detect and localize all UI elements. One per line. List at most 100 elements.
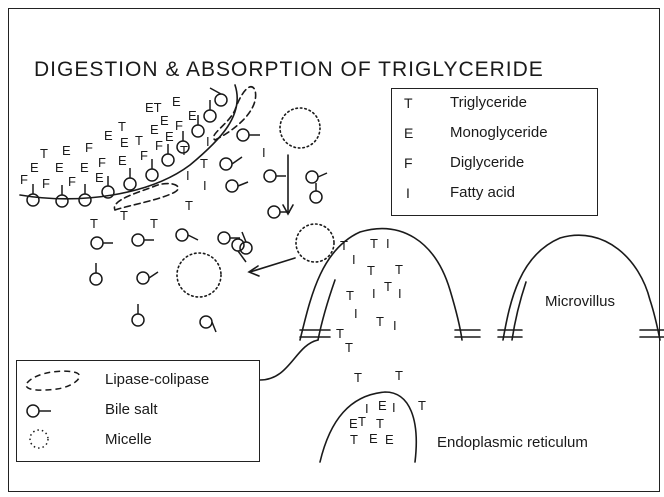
lipid-symbol: E (120, 135, 129, 150)
lipid-symbol: I (372, 286, 376, 301)
lipid-symbol: T (370, 236, 378, 251)
legend-label-lipase-colipase: Lipase-colipase (105, 371, 209, 388)
legend-label-bile-salt: Bile salt (105, 401, 158, 418)
lipid-symbol: F (68, 174, 76, 189)
lipid-symbol: T (358, 414, 366, 429)
cell-membrane (260, 340, 318, 380)
lipid-symbol: T (200, 156, 208, 171)
bile-salt (306, 171, 327, 183)
micelle (296, 224, 334, 262)
lipid-symbol: E (188, 108, 197, 123)
lipid-symbol: T (376, 416, 384, 431)
bile-salt (204, 100, 216, 122)
legend-label-fatty-acid: Fatty acid (450, 184, 515, 201)
bile-salt (220, 157, 242, 170)
lipid-symbol: T (345, 340, 353, 355)
bile-salt (91, 237, 113, 249)
lipid-symbol: E (165, 129, 174, 144)
micelle (177, 253, 221, 297)
lipid-symbol: F (175, 118, 183, 133)
lipid-legend: T Triglyceride E Monoglyceride F Diglyce… (391, 88, 598, 216)
lipid-symbol: T (185, 198, 193, 213)
lipid-symbol: T (120, 208, 128, 223)
lipid-symbol: T (384, 279, 392, 294)
lipid-symbol: E (80, 160, 89, 175)
bile-salt (132, 234, 154, 246)
lipid-symbol: T (376, 314, 384, 329)
legend-label-diglyceride: Diglyceride (450, 154, 524, 171)
lipid-symbol: T (354, 370, 362, 385)
lipid-symbol: T (40, 146, 48, 161)
lipid-symbol: T (90, 216, 98, 231)
microvillus-outline (512, 282, 526, 340)
lipid-symbol: E (118, 153, 127, 168)
lipid-symbol: I (398, 286, 402, 301)
lipid-symbol: F (20, 172, 28, 187)
lipid-symbol: E (160, 113, 169, 128)
lipid-symbol: I (352, 252, 356, 267)
micelle (280, 108, 320, 148)
lipid-symbol: T (367, 263, 375, 278)
lipid-symbol: T (350, 432, 358, 447)
bile-salt (268, 206, 290, 218)
microvillus-outline (318, 280, 335, 340)
lipid-symbol: T (418, 398, 426, 413)
microvillus-label: Microvillus (545, 293, 615, 310)
diffusion-arrow (250, 258, 295, 272)
lipid-symbol: E (55, 160, 64, 175)
legend-symbol-monoglyceride: E (404, 125, 413, 141)
lipid-symbol: E (150, 122, 159, 137)
bile-salt (79, 184, 91, 206)
lipid-symbol: F (98, 155, 106, 170)
lipid-symbol: I (186, 168, 190, 183)
lipid-symbol: F (85, 140, 93, 155)
lipid-symbol: T (336, 326, 344, 341)
bile-salt (210, 88, 227, 106)
bile-salt (200, 316, 216, 332)
legend-label-triglyceride: Triglyceride (450, 94, 527, 111)
lipid-symbol: E (385, 432, 394, 447)
bile-salt (90, 263, 102, 285)
bile-salt (218, 232, 240, 244)
lipid-symbol: E (62, 143, 71, 158)
lipid-symbol: E (104, 128, 113, 143)
lipid-symbol: I (392, 400, 396, 415)
bile-salt (310, 183, 322, 203)
bile-salt (240, 232, 252, 254)
bile-salt (27, 184, 39, 206)
legend-symbol-fatty-acid: I (406, 185, 410, 201)
legend-label-micelle: Micelle (105, 431, 152, 448)
bile-salt-icon (27, 405, 51, 417)
lipid-symbol: I (203, 178, 207, 193)
bile-salt (264, 170, 286, 182)
lipid-symbol: E (172, 94, 181, 109)
lipid-symbol: I (386, 236, 390, 251)
lipid-symbol: T (150, 216, 158, 231)
lipid-symbol: F (140, 148, 148, 163)
lipid-symbol: T (118, 119, 126, 134)
lipid-symbol: F (155, 138, 163, 153)
legend-symbol-diglyceride: F (404, 155, 413, 171)
bile-salt (132, 304, 144, 326)
lipid-symbol: E (349, 416, 358, 431)
lipid-symbol: T (135, 133, 143, 148)
lipid-symbol: I (354, 306, 358, 321)
microvillus-outline (503, 235, 660, 340)
lipid-symbol: T (340, 238, 348, 253)
lipid-symbol: E (378, 398, 387, 413)
legend-label-monoglyceride: Monoglyceride (450, 124, 548, 141)
lipase-colipase-icon (26, 371, 79, 390)
bile-salt (226, 180, 248, 192)
lipid-symbol: T (180, 143, 188, 158)
bile-salt (56, 185, 68, 207)
lipid-symbol: I (393, 318, 397, 333)
bile-salt (162, 144, 174, 166)
legend-symbol-triglyceride: T (404, 95, 413, 111)
lipid-symbol: E (95, 170, 104, 185)
bile-salt (176, 229, 198, 241)
bile-salt (124, 168, 136, 190)
lipid-symbol: T (395, 262, 403, 277)
endoplasmic-reticulum-label: Endoplasmic reticulum (437, 434, 588, 451)
micelle-icon (30, 430, 48, 448)
